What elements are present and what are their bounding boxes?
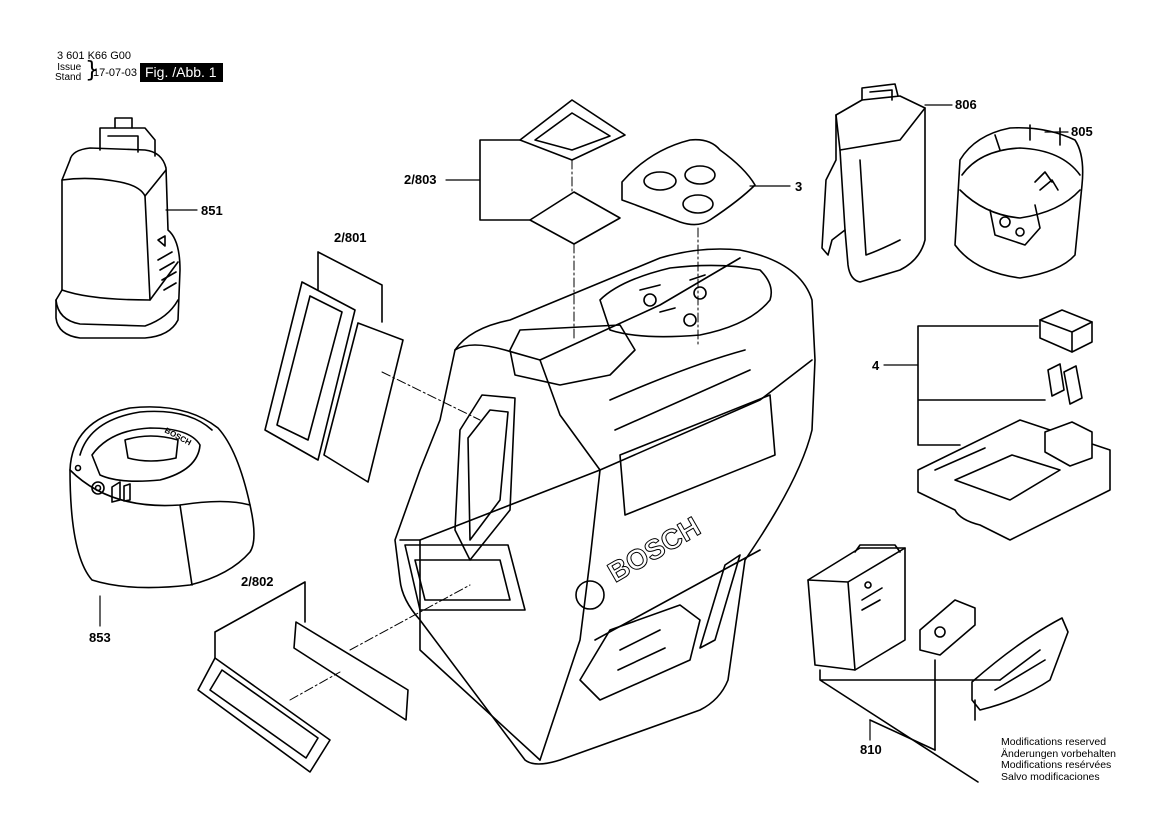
issue-label-en: Issue — [57, 62, 82, 73]
note-fr: Modifications resérvées — [1001, 759, 1112, 771]
label-4: 4 — [872, 358, 880, 373]
label-806: 806 — [955, 97, 977, 112]
window-frame-2-801 — [264, 251, 404, 483]
label-2-801: 2/801 — [334, 230, 367, 245]
part-number: 3 601 K66 G00 — [57, 50, 132, 62]
issue-label: Issue Stand — [55, 63, 81, 83]
window-frame-2-802 — [197, 581, 409, 773]
issue-date: 17-07-03 — [93, 67, 138, 79]
charger-853: BOSCH — [69, 406, 255, 589]
label-2-803: 2/803 — [404, 172, 437, 187]
note-de: Änderungen vorbehalten — [1001, 747, 1117, 760]
battery-cover-806 — [821, 83, 926, 283]
battery-pack-851 — [55, 117, 181, 339]
label-805: 805 — [1071, 124, 1093, 139]
label-853: 853 — [89, 630, 111, 645]
top-plate-3 — [621, 138, 756, 226]
leader-lines — [99, 104, 1069, 741]
brace-glyph: } — [85, 58, 99, 83]
note-en: Modifications reserved — [1001, 736, 1107, 748]
bracket-kit-810 — [807, 544, 1069, 783]
figure-badge: Fig. /Abb. 1 — [140, 63, 223, 82]
label-2-802: 2/802 — [241, 574, 274, 589]
laser-level-body: BOSCH — [394, 248, 816, 765]
label-3: 3 — [795, 179, 803, 194]
label-851: 851 — [201, 203, 223, 218]
issue-label-de: Stand — [55, 72, 82, 83]
bracket-kit-4 — [917, 309, 1111, 541]
window-frame-2-803 — [479, 99, 626, 245]
base-805 — [954, 124, 1084, 279]
label-810: 810 — [860, 742, 882, 757]
alignment-lines — [289, 159, 699, 701]
modifications-note: Modifications reserved Änderungen vorbeh… — [1001, 736, 1117, 783]
note-es: Salvo modificaciones — [1001, 770, 1100, 783]
